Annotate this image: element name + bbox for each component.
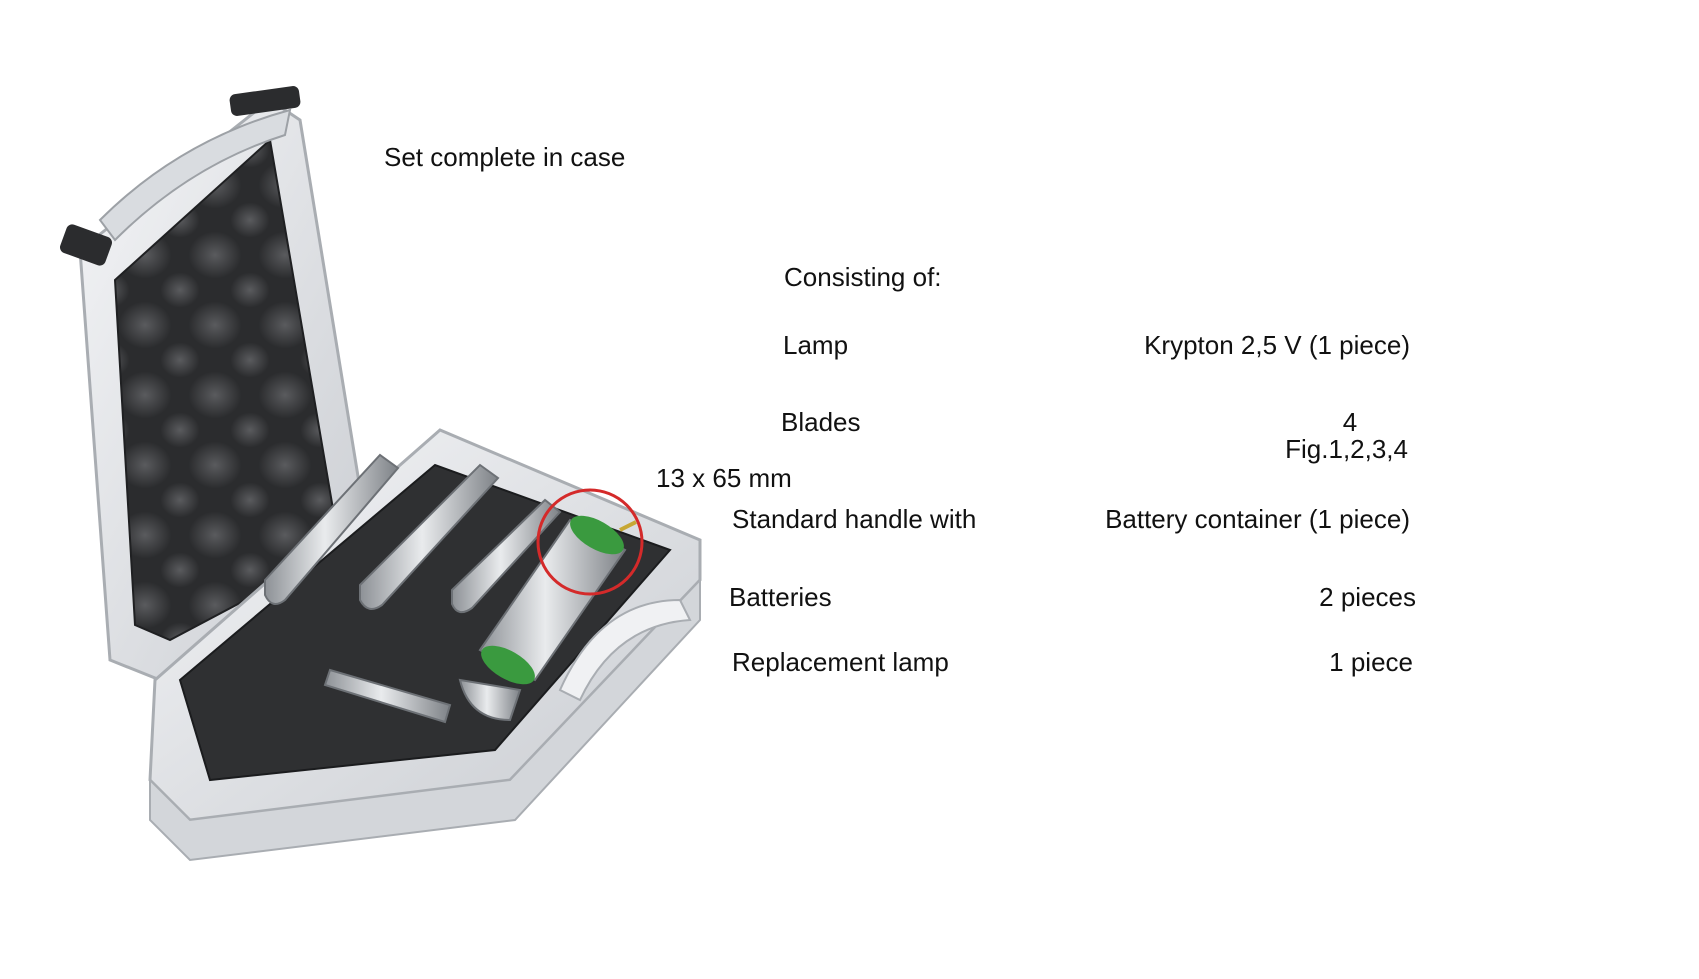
item-value-replacement-lamp: 1 piece — [1329, 647, 1413, 677]
blade-size: 13 x 65 mm — [656, 463, 792, 493]
laryngoscope-blades — [264, 453, 562, 724]
item-value-handle: Battery container (1 piece) — [1105, 504, 1410, 534]
item-value-batteries: 2 pieces — [1319, 582, 1416, 612]
highlight-circle — [536, 488, 644, 596]
item-value-blades: 4 — [1342, 407, 1358, 437]
set-heading: Set complete in case — [384, 142, 626, 172]
laryngoscope-case-image — [60, 86, 702, 862]
item-label-batteries: Batteries — [729, 582, 832, 612]
consisting-heading: Consisting of: — [784, 262, 942, 292]
item-label-handle: Standard handle with — [732, 504, 977, 534]
laryngoscope-handle — [458, 515, 637, 722]
case-lid — [60, 86, 372, 682]
item-label-replacement-lamp: Replacement lamp — [732, 647, 949, 677]
item-detail-blades: Fig.1,2,3,4 — [1285, 434, 1408, 464]
item-label-lamp: Lamp — [783, 330, 849, 360]
item-value-lamp: Krypton 2,5 V (1 piece) — [1144, 330, 1410, 360]
case-base — [148, 428, 702, 862]
item-label-blades: Blades — [781, 407, 861, 437]
